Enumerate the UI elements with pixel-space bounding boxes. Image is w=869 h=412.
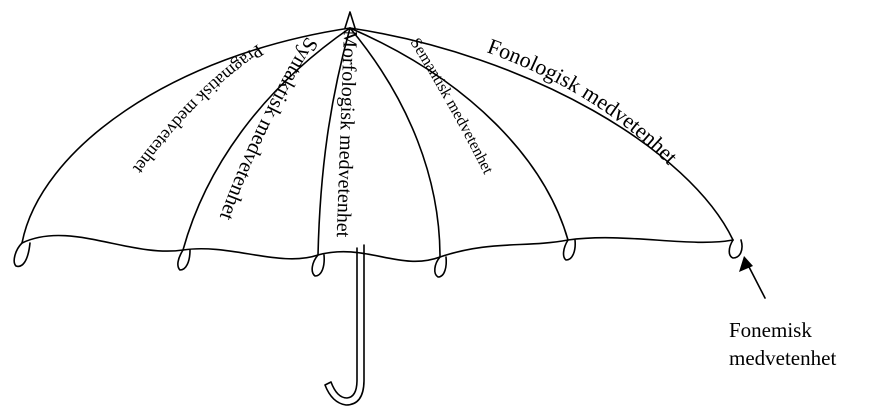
umbrella-handle [325,245,364,405]
label-morfologisk: Morfologisk medvetenhet [332,30,361,238]
callout-arrow-line [747,263,765,298]
label-fonologisk: Fonologisk medvetenhet [484,33,683,169]
umbrella-rib-tip [312,255,324,276]
label-semantisk: Semantisk medvetenhet [407,35,497,177]
callout-label-line1: Fonemisk [729,316,869,344]
umbrella-canopy-outline [22,28,733,243]
umbrella-rib-tip [729,240,742,258]
umbrella-rib-tip [178,250,190,270]
umbrella-scalloped-edge [22,236,733,262]
umbrella-rib-tip [564,240,576,260]
umbrella-rib-tip [14,243,30,266]
umbrella-tip [345,12,355,28]
umbrella-rib-tip [435,257,446,277]
callout-label-line2: medvetenhet [729,344,869,372]
